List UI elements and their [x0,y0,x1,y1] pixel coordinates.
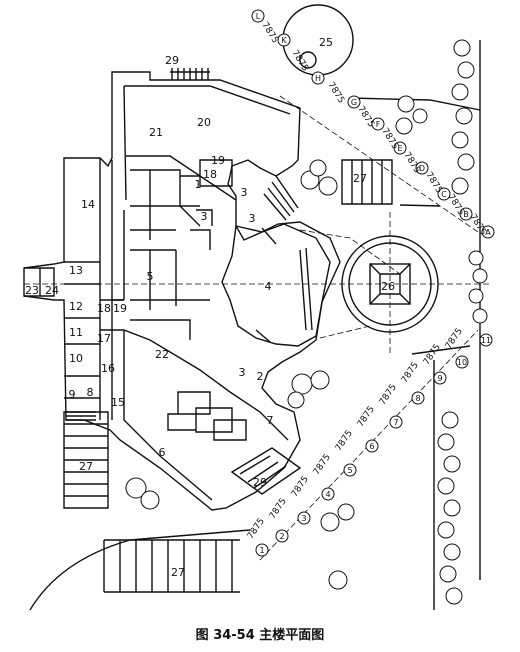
central-hall [221,223,331,347]
axis-bubble-label: E [397,144,402,153]
floor-plan: 20 21 29 19 18 1 3 3 3 14 13 23 24 5 4 2… [23,4,495,611]
room-label: 5 [147,270,154,283]
circle-25 [282,4,354,76]
room-label: 17 [97,332,111,345]
road-low [411,345,471,355]
axis-bubble-label: 5 [347,466,352,475]
room-label: 27 [79,460,93,473]
stairs-left [66,411,96,421]
parking-27-bottom [103,539,240,593]
axis-bubble-label: G [351,98,357,107]
dimension-label: 7875 [355,105,376,130]
room-label: 11 [69,326,83,339]
parking-27-right [341,159,393,205]
room-label: 10 [69,352,83,365]
room-label: 24 [45,284,59,297]
room-label: 9 [69,388,76,401]
dimension-label: 7875 [422,343,443,368]
dimension-label: 7875 [246,517,267,542]
figure-caption: 图 34-54 主楼平面图 [195,628,325,643]
axis-diag-a [299,229,401,275]
entrance-block [24,267,55,297]
dimension-label: 7875 [400,361,421,386]
road-curve [29,529,251,611]
building-outline [23,71,341,511]
dimension-label: 7875 [378,383,399,408]
room-label: 2 [257,370,264,383]
axis-bubble-label: 4 [325,490,330,499]
room-label: 3 [249,212,256,225]
parking-27-left [63,411,109,509]
room-label: 19 [211,154,225,167]
room-label: 21 [149,126,163,139]
axis-bubble-label: 3 [301,514,306,523]
dimension-label: 7875 [334,429,355,454]
axis-bubble-label: L [256,12,261,21]
room-label: 19 [113,302,127,315]
wing-lower-inner [123,329,289,501]
tree-icon [453,39,471,57]
room-label: 27 [353,172,367,185]
room-label: 15 [111,396,125,409]
room-label: 4 [265,280,272,293]
room-label: 25 [319,36,333,49]
axis-bubble-label: 2 [279,532,284,541]
room-label: 29 [253,476,267,489]
room-label: 3 [201,210,208,223]
room-label: 27 [171,566,185,579]
axis-diag-b [319,325,371,339]
room-29-lower [230,447,302,495]
room-label: 1 [195,178,202,191]
dimension-label: 7875 [290,475,311,500]
room-label: 14 [81,198,95,211]
room-label: 13 [69,264,83,277]
wing-left-inner [99,158,125,420]
axis-bubble-label: 10 [457,358,467,367]
room-label: 29 [165,54,179,67]
road-top [349,97,481,111]
axis-bubble-label: H [315,74,321,83]
partitions [64,159,233,399]
axis-bubble-label: C [441,190,447,199]
axis-line-diagonal-upper [279,95,479,233]
dimension-label: 7875 [312,453,333,478]
axis-bubble-label: F [376,120,381,129]
room-label: 26 [381,280,395,293]
room-label: 18 [97,302,111,315]
room-label: 18 [203,168,217,181]
room-label: 3 [239,366,246,379]
axis-bubble-label: A [485,228,491,237]
road-mid [399,204,441,207]
room-label: 20 [197,116,211,129]
stairs-right [263,175,299,221]
room-label: 22 [155,348,169,361]
wing-upper-inner [123,85,291,201]
room-label: 16 [101,362,115,375]
lower-core [167,391,247,441]
axis-bubble-label: B [463,210,469,219]
room-label: 8 [87,386,94,399]
room-label: 23 [25,284,39,297]
axis-bubble-label: D [419,164,425,173]
stairs-top [170,68,210,80]
axis-bubble-label: 9 [437,374,442,383]
axis-bubble-label: 1 [259,546,264,555]
room-label: 7 [267,414,274,427]
axis-bubble-label: 11 [481,336,491,345]
axis-bubble-label: 7 [393,418,398,427]
room-label: 6 [159,446,166,459]
dimension-label: 7875 [325,81,346,106]
axis-bubble-label: K [281,36,287,45]
dimension-label: 7875 [356,405,377,430]
hall-ramps [255,227,313,343]
axis-bubble-label: 8 [415,394,420,403]
axis-bubble-label: 6 [369,442,374,451]
dimension-label: 7875 [268,497,289,522]
room-label: 12 [69,300,83,313]
room-label: 3 [241,186,248,199]
dimension-label: 7875 [259,21,280,46]
